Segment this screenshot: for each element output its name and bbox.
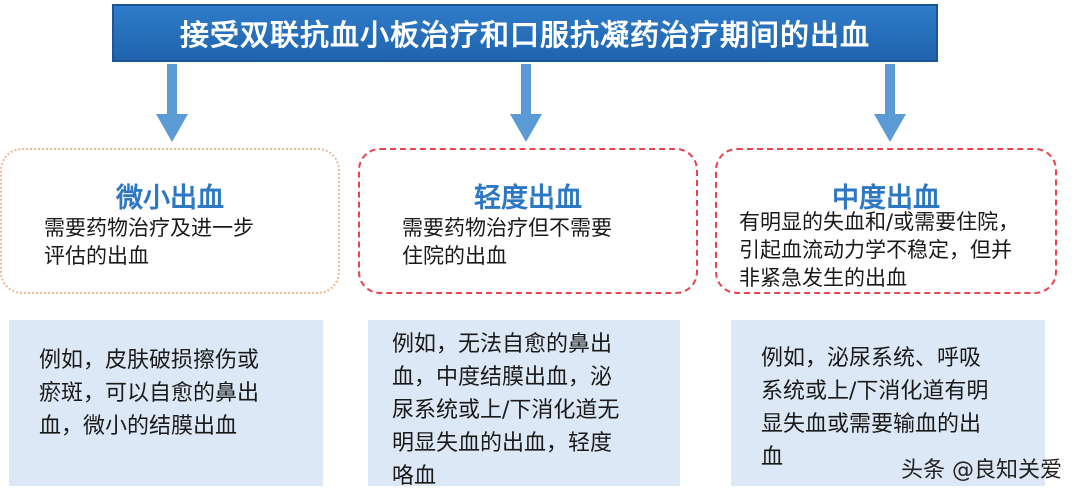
example-line: 血，中度结膜出血，泌 <box>392 365 613 390</box>
moderate-bleeding-example: 例如，泌尿系统、呼吸 系统或上/下消化道有明 显失血或需要输血的出 血 <box>731 320 1045 486</box>
moderate-bleeding-heading: 中度出血 <box>832 183 940 214</box>
description-line: 非紧急发生的出血 <box>739 266 907 290</box>
description-line: 住院的出血 <box>402 244 507 268</box>
minor-bleeding-description: 需要药物治疗及进一步 评估的出血 <box>44 214 254 270</box>
example-line: 例如，无法自愈的鼻出 <box>392 332 613 357</box>
minor-bleeding-box: 微小出血 需要药物治疗及进一步 评估的出血 <box>0 148 340 294</box>
description-line: 引起血流动力学不稳定，但并 <box>739 238 1012 262</box>
example-line: 明显失血的出血，轻度 <box>392 431 613 456</box>
moderate-bleeding-box: 中度出血 有明显的失血和/或需要住院， 引起血流动力学不稳定，但并 非紧急发生的… <box>715 148 1057 294</box>
example-line: 例如，泌尿系统、呼吸 <box>761 346 982 371</box>
main-title: 接受双联抗血小板治疗和口服抗凝药治疗期间的出血 <box>112 4 938 62</box>
description-line: 评估的出血 <box>44 244 149 268</box>
mild-bleeding-box: 轻度出血 需要药物治疗但不需要 住院的出血 <box>358 148 698 294</box>
arrow-down-icon <box>156 64 188 142</box>
mild-bleeding-example: 例如，无法自愈的鼻出 血，中度结膜出血，泌 尿系统或上/下消化道无 明显失血的出… <box>368 320 680 489</box>
description-line: 有明显的失血和/或需要住院， <box>739 210 1020 234</box>
example-line: 血 <box>761 445 784 470</box>
example-line: 尿系统或上/下消化道无 <box>392 398 620 423</box>
description-line: 需要药物治疗但不需要 <box>402 216 612 240</box>
mild-bleeding-heading: 轻度出血 <box>474 183 582 214</box>
mild-bleeding-description: 需要药物治疗但不需要 住院的出血 <box>402 214 612 270</box>
minor-bleeding-heading: 微小出血 <box>116 183 224 214</box>
moderate-bleeding-description: 有明显的失血和/或需要住院， 引起血流动力学不稳定，但并 非紧急发生的出血 <box>739 208 1019 292</box>
example-line: 例如，皮肤破损擦伤或 <box>39 348 260 373</box>
example-line: 显失血或需要输血的出 <box>761 412 982 437</box>
description-line: 需要药物治疗及进一步 <box>44 216 254 240</box>
arrow-down-icon <box>510 64 542 142</box>
example-line: 血，微小的结膜出血 <box>39 414 238 439</box>
example-line: 系统或上/下消化道有明 <box>761 379 989 404</box>
arrow-down-icon <box>874 64 906 142</box>
example-line: 瘀斑，可以自愈的鼻出 <box>39 381 260 406</box>
minor-bleeding-example: 例如，皮肤破损擦伤或 瘀斑，可以自愈的鼻出 血，微小的结膜出血 <box>9 320 323 486</box>
watermark: 头条 @良知关爱 <box>901 458 1062 483</box>
example-line: 咯血 <box>392 464 437 489</box>
